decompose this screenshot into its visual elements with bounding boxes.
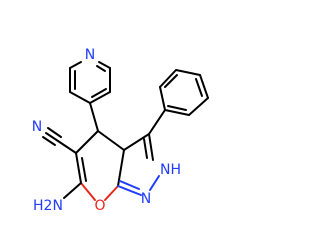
bond bbox=[119, 180, 140, 190]
bond bbox=[57, 140, 77, 154]
pyrazole-nitrogen-label: N bbox=[141, 191, 151, 207]
pyridine-ring bbox=[69, 61, 111, 104]
phenyl-ring bbox=[159, 69, 209, 116]
bond bbox=[47, 127, 62, 138]
amine-label: H2N bbox=[33, 198, 63, 214]
bond bbox=[164, 109, 190, 116]
pyrazole-nh-label: NH bbox=[160, 162, 181, 178]
bond bbox=[148, 109, 166, 135]
bond bbox=[98, 61, 111, 69]
nitrile-group bbox=[42, 127, 77, 154]
bond bbox=[159, 86, 166, 111]
bond bbox=[45, 132, 59, 142]
pyrazole-ring bbox=[117, 133, 160, 196]
bond bbox=[188, 97, 209, 116]
bond bbox=[159, 69, 177, 88]
bond bbox=[42, 136, 56, 146]
bond bbox=[175, 69, 201, 76]
bond bbox=[104, 185, 119, 201]
bond bbox=[69, 91, 91, 104]
structure-canvas: N O N H2N N NH bbox=[32, 47, 209, 214]
bond bbox=[63, 182, 82, 199]
bond bbox=[80, 182, 96, 201]
bond bbox=[167, 105, 187, 111]
bond bbox=[148, 133, 154, 161]
nitrile-nitrogen-label: N bbox=[32, 119, 42, 135]
molecule-structure: N O N H2N N NH bbox=[32, 47, 209, 214]
bond bbox=[164, 74, 178, 88]
bond bbox=[89, 102, 99, 132]
bond bbox=[91, 88, 107, 98]
bond bbox=[149, 175, 160, 191]
pyridine-nitrogen-label: N bbox=[85, 47, 95, 63]
pyran-ring bbox=[75, 130, 125, 201]
bond bbox=[199, 74, 209, 99]
bond bbox=[75, 152, 82, 184]
bond bbox=[89, 91, 111, 104]
ring-oxygen-label: O bbox=[94, 198, 105, 214]
bond bbox=[97, 130, 125, 151]
bond bbox=[75, 130, 99, 154]
bond bbox=[117, 149, 125, 187]
bond bbox=[123, 133, 150, 151]
bond bbox=[195, 78, 203, 97]
bond bbox=[69, 61, 82, 69]
bond bbox=[81, 157, 87, 182]
bond bbox=[117, 185, 142, 196]
bond bbox=[143, 138, 148, 159]
bond bbox=[96, 65, 106, 72]
